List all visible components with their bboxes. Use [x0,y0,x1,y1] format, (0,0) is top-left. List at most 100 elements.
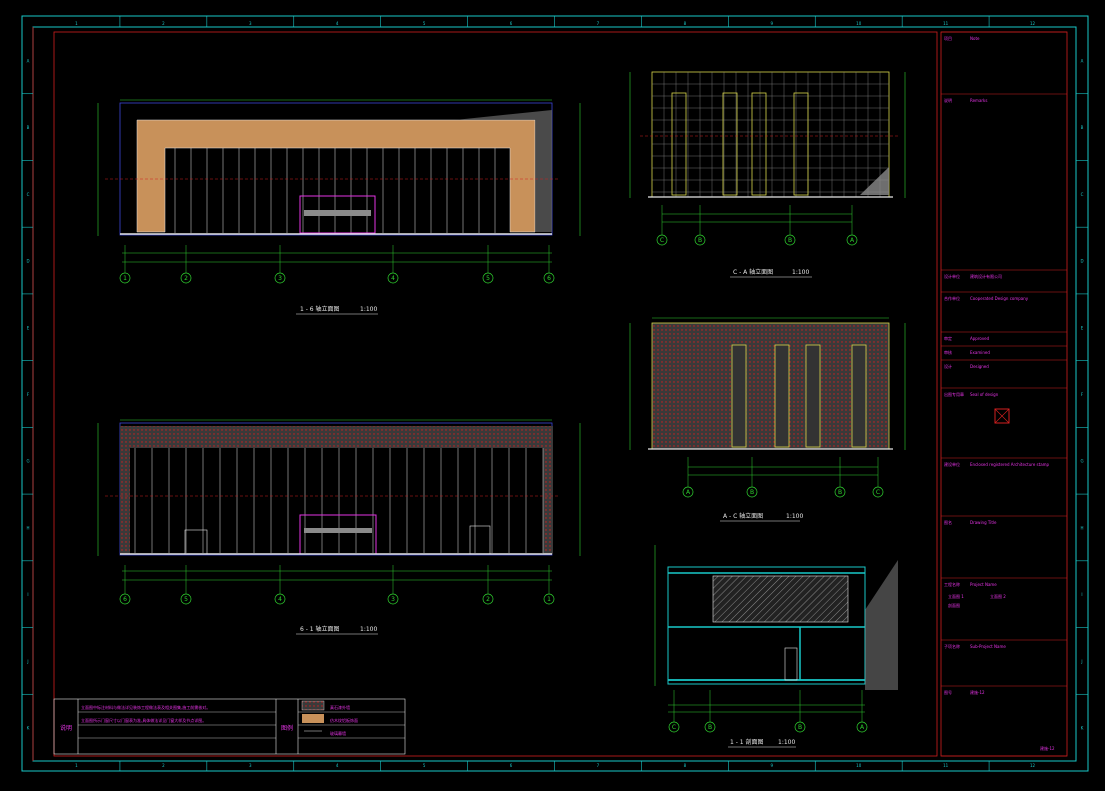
axis-label: 5 [184,596,188,603]
title-block-key: 建设单位 [944,461,960,467]
axis-label: C [660,237,664,244]
drawing-area-frame [53,31,938,757]
border-column-label: 10 [856,763,862,768]
axis-bubble [694,234,706,246]
axis-label: 2 [486,596,490,603]
axis-bubble [119,593,131,605]
border-row-label: C [1081,192,1084,197]
legend-swatch-tan [302,714,324,723]
axis-label: 4 [391,275,395,282]
border-column-label: 2 [162,21,165,26]
axis-label: 3 [278,275,282,282]
title-block-value: Seal of design [970,392,999,397]
axis-label: C [876,489,880,496]
border-row-label: H [26,525,29,530]
axis-bubble [482,593,494,605]
legend-swatch-hatch [301,700,325,711]
border-row-label: F [27,392,30,397]
axis-label: B [788,237,792,244]
axis-label: B [698,237,702,244]
side-mid-scale: 1:100 [786,513,803,520]
border-column-label: 4 [336,763,339,768]
border-column-label: 5 [423,21,426,26]
axis-bubble [746,486,758,498]
title-block-key: 审定 [944,335,952,341]
border-column-label: 9 [771,763,774,768]
title-block-key: 设计 [944,363,952,369]
axis-bubble [180,593,192,605]
border-row-label: K [27,726,30,731]
outer-frame [21,15,1089,772]
axis-bubble [704,721,716,733]
border-row-label: A [27,58,30,63]
axis-bubble [543,272,555,284]
axis-bubble [872,486,884,498]
border-row-label: I [1081,592,1082,597]
title-block-key: 审核 [944,349,952,355]
axis-label: B [708,724,712,731]
border-row-label: I [27,592,28,597]
axis-bubble [668,721,680,733]
axis-label: B [798,724,802,731]
title-block-key: 图号 [944,689,952,695]
legend-label-3: 玻璃幕墙 [330,730,346,736]
border-row-label: G [26,459,29,464]
border-column-label: 11 [943,763,949,768]
border-row-label: G [1080,459,1083,464]
axis-label: B [838,489,842,496]
axis-bubble [834,486,846,498]
legend-label-2: 仿木纹铝板饰面 [330,717,358,723]
border-row-label: B [1081,125,1084,130]
border-column-label: 10 [856,21,862,26]
axis-label: A [860,724,865,731]
side-mid-title: A - C 轴立面图 [723,512,763,520]
title-block-key: 设计单位 [944,273,960,279]
axis-bubble [846,234,858,246]
title-block-key: 图名 [944,519,952,525]
border-column-label: 6 [510,21,513,26]
axis-label: C [672,724,676,731]
drawing-title-item: 剖面图 [948,602,960,608]
title-block-value: Approved [970,336,990,341]
border-row-label: E [1081,325,1084,330]
border-row-label: D [26,259,29,264]
border-column-label: 4 [336,21,339,26]
axis-bubble [482,272,494,284]
border-column-label: 8 [684,21,687,26]
axis-label: B [750,489,754,496]
axis-label: 3 [391,596,395,603]
axis-label: 6 [547,275,551,282]
axis-label: 5 [486,275,490,282]
front-elevation-title: 1 - 6 轴立面图 [300,305,340,313]
notes-line-2: 立面图所示门窗尺寸以门窗表为准,具体做法详见门窗大样及节点详图。 [81,717,206,723]
axis-label: 1 [547,596,551,603]
rear-elevation-title: 6 - 1 轴立面图 [300,625,340,633]
title-block-value: Project Name [970,582,997,587]
border-row-label: C [27,192,30,197]
title-block-value: Examined [970,350,990,355]
axis-bubble [656,234,668,246]
title-block-value: 建筑设计有限公司 [970,273,1002,279]
axis-label: 6 [123,596,127,603]
axis-bubble [682,486,694,498]
border-row-label: A [1081,58,1084,63]
title-block-key: 项目 [944,35,952,41]
section-scale: 1:100 [778,739,795,746]
axis-bubble [794,721,806,733]
axis-label: 1 [123,275,127,282]
title-block-value: Designed [970,364,989,369]
title-block-value: Remarks [970,98,987,103]
notes-line-1: 立面图中标注材料与做法详见装饰工程做法表及相关图集,施工前需核对。 [81,704,210,710]
axis-bubble [856,721,868,733]
title-block-value: Note [970,36,980,41]
border-column-label: 11 [943,21,949,26]
border-row-label: J [1080,659,1082,664]
border-row-label: D [1080,259,1083,264]
